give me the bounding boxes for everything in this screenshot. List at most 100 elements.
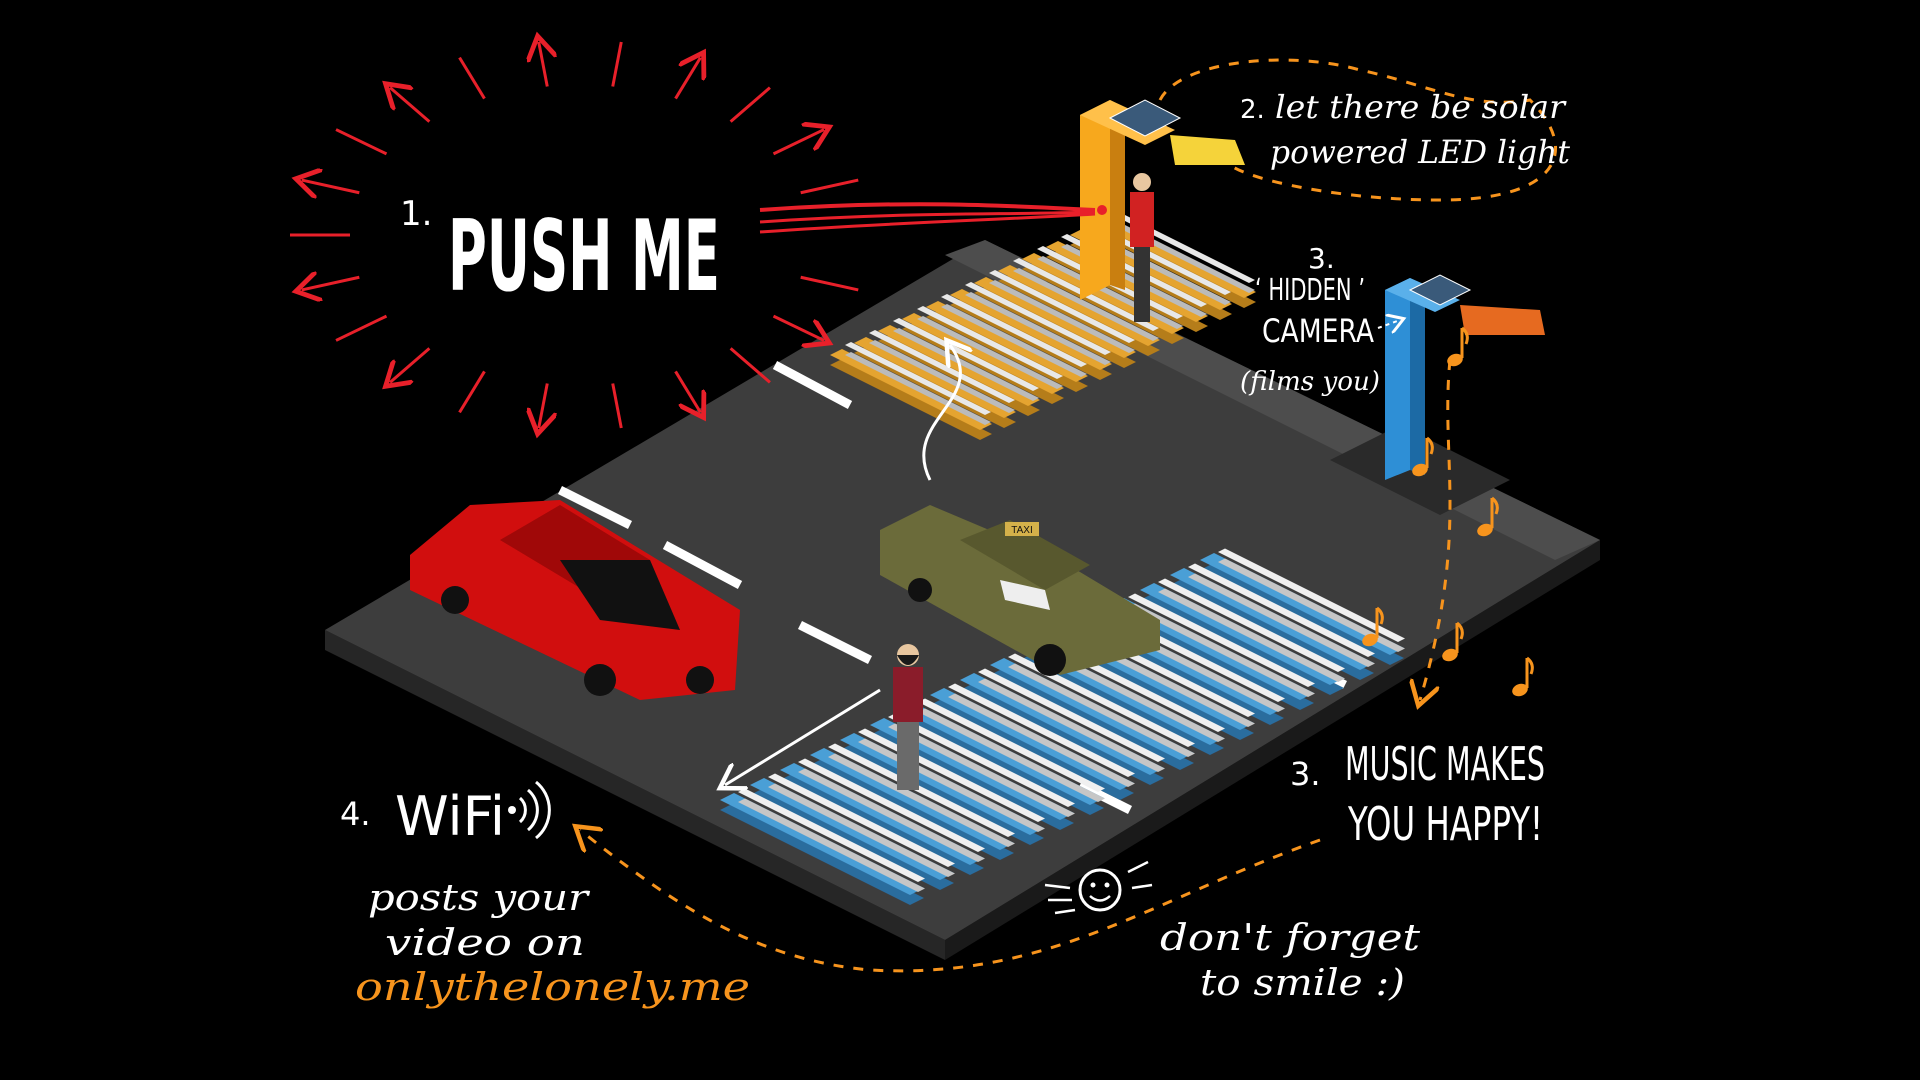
burst-arrow <box>390 347 431 382</box>
crossing-stripe-edge <box>1200 563 1404 665</box>
crossing-stripe <box>941 294 1087 367</box>
crossing-stripe <box>1218 548 1405 642</box>
solar-lamp-blue <box>1385 274 1545 480</box>
music-notes <box>1362 326 1534 697</box>
crossing-stripe <box>1188 563 1375 657</box>
camera-label-line3: (films you) <box>1240 367 1380 397</box>
car-wheel <box>441 586 469 614</box>
burst-arrow <box>772 314 823 340</box>
burst-arrow <box>800 178 859 195</box>
red-sports-car <box>410 500 740 700</box>
crossing-stripe-edge <box>978 678 1165 772</box>
solar-panel <box>1108 99 1182 137</box>
wifi-label: WiFi <box>395 785 505 848</box>
lane-dash <box>797 620 873 665</box>
burst-arrow <box>458 56 486 100</box>
crossing-stripe-edge <box>1110 608 1314 710</box>
taxi-sign-text: TAXI <box>1011 525 1032 536</box>
crossing-stripe <box>965 282 1111 355</box>
camera-connector <box>1377 320 1400 328</box>
crossing-stripe-edge <box>750 788 954 890</box>
wifi-connector <box>580 830 1321 973</box>
crossing-stripe-edge <box>1013 268 1159 341</box>
crossing-stripe <box>926 301 1088 382</box>
car-body <box>410 500 740 700</box>
burst-arrow <box>539 42 548 87</box>
crossing-stripe-edge <box>768 783 955 877</box>
crossing-stripe-edge <box>738 798 925 892</box>
crossing-stripe <box>989 270 1135 343</box>
platform-side-right <box>945 540 1600 960</box>
music-note-icon <box>1447 326 1469 367</box>
crossing-stripe-edge <box>941 304 1087 377</box>
lamp-post-side <box>1410 278 1425 475</box>
crossing-stripe <box>1158 578 1345 672</box>
burst-arrow <box>390 88 431 123</box>
music-note-icon <box>1362 606 1384 647</box>
crossing-stripe-edge <box>798 768 985 862</box>
crossing-stripe-edge <box>900 713 1104 815</box>
crossing-stripe <box>902 313 1064 394</box>
crossing-stripe <box>738 788 925 882</box>
burst-arrow <box>335 314 388 342</box>
crossing-stripe-edge <box>810 758 1014 860</box>
dashed-connectors <box>580 58 1557 973</box>
wifi-desc-line1: posts your <box>368 878 590 919</box>
crossing-arrow-left <box>725 688 881 785</box>
push-button[interactable] <box>1097 205 1107 215</box>
push-streak-line <box>759 210 1096 224</box>
person-red-jacket <box>1130 173 1154 322</box>
crossing-stripe-edge <box>830 359 992 440</box>
taxi-sign <box>1005 522 1039 536</box>
burst-arrow <box>335 128 388 156</box>
lamp-post-front <box>1080 100 1110 300</box>
crossing-stripe <box>828 743 1015 837</box>
camera-label-line2: CAMERA <box>1262 312 1374 350</box>
crossing-stripe <box>950 289 1112 370</box>
car-wheel <box>584 664 616 696</box>
push-streak-line <box>759 212 1096 234</box>
crossing-stripe <box>798 758 985 852</box>
push-streak <box>759 202 1096 234</box>
crossing-stripe-edge <box>1020 653 1224 755</box>
wifi-site-link[interactable]: onlythelonely.me <box>355 965 750 1009</box>
burst-arrow <box>729 347 771 384</box>
smile-line2: to smile :) <box>1200 963 1405 1004</box>
crossing-stripe-edge <box>1188 573 1375 667</box>
music-label-line1: MUSIC MAKES <box>1345 737 1545 791</box>
crossing-stripe <box>888 713 1075 807</box>
crossing-arrow-up <box>922 345 961 481</box>
music-note-icon <box>1477 496 1499 537</box>
crossing-stripe <box>998 265 1160 346</box>
crossing-stripe-edge <box>1218 558 1405 652</box>
burst-arrow <box>611 383 623 429</box>
lane-dash <box>772 361 853 409</box>
burst-arrow <box>458 370 486 414</box>
music-label-line2: YOU HAPPY! <box>1347 797 1543 851</box>
push-number: 1. <box>400 194 432 234</box>
crossing-stripe-edge <box>840 743 1044 845</box>
music-number: 3. <box>1290 755 1321 793</box>
wifi-desc-line2: video on <box>385 923 585 964</box>
crossing-stripe <box>869 330 1015 403</box>
music-note-icon <box>1442 621 1464 662</box>
taxi-window <box>1000 580 1050 610</box>
crossing-stripe-edge <box>870 728 1074 830</box>
crossing-stripe <box>854 337 1016 418</box>
crossing-stripe-edge <box>1038 648 1225 742</box>
crossing-stripe-edge <box>965 292 1111 365</box>
crossing-stripe-edge <box>869 340 1015 413</box>
car-wheel <box>1034 644 1066 676</box>
crossing-stripe-edge <box>828 753 1015 847</box>
beard <box>897 655 919 665</box>
music-note-icon <box>1512 656 1534 697</box>
smiley-icon <box>1044 860 1153 915</box>
burst-arrow <box>611 41 623 87</box>
crossing-stripe-edge <box>990 668 1194 770</box>
push-me-label[interactable]: PUSH ME <box>448 200 720 314</box>
solar-lamp-orange <box>1080 99 1245 300</box>
burst-arrow <box>729 86 771 123</box>
smile-line1: don't forget <box>1160 918 1421 959</box>
led-light <box>1170 135 1245 165</box>
